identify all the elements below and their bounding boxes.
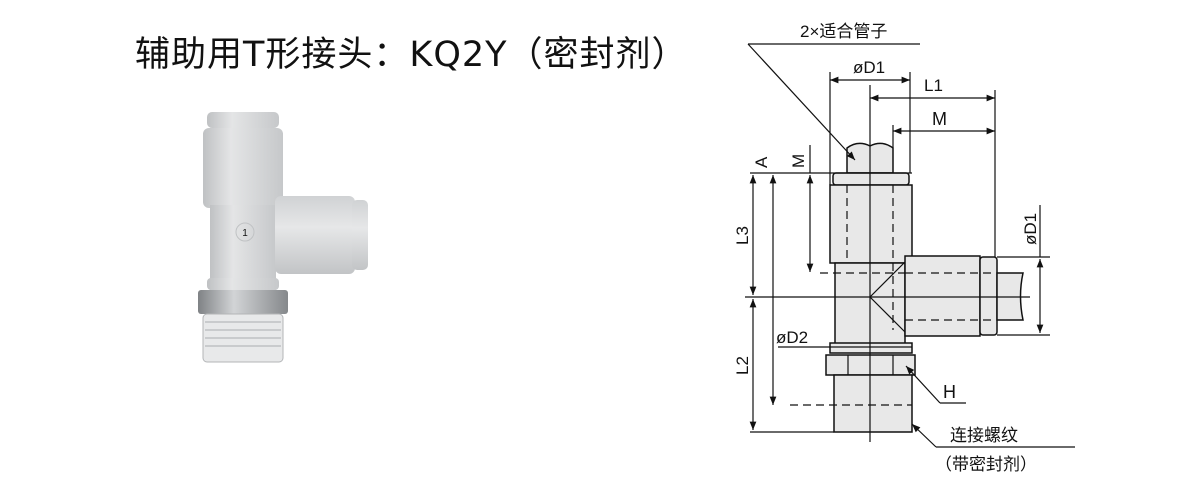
m-horizontal-label: M: [932, 109, 947, 129]
od2-label: øD2: [776, 328, 808, 347]
tube-callout-label: 2×适合管子: [800, 22, 887, 41]
l2-label: L2: [733, 356, 752, 375]
fitting-body: [825, 142, 1024, 433]
a-label: A: [752, 156, 771, 168]
page-title: 辅助用T形接头：KQ2Y（密封剂）: [135, 35, 688, 75]
fitting-photo: 1: [198, 112, 368, 363]
l1-label: L1: [924, 76, 943, 95]
m-vertical-label: M: [789, 154, 808, 168]
thread-note: （带密封剂）: [935, 455, 1037, 474]
l3-label: L3: [733, 226, 752, 245]
port-marking: 1: [242, 228, 248, 239]
od1-side-label: øD1: [1021, 213, 1040, 245]
hidden-lines: [745, 85, 1030, 442]
od1-top-label: øD1: [853, 58, 885, 77]
hex-label: H: [943, 382, 956, 402]
thread-label: 连接螺纹: [950, 426, 1018, 445]
